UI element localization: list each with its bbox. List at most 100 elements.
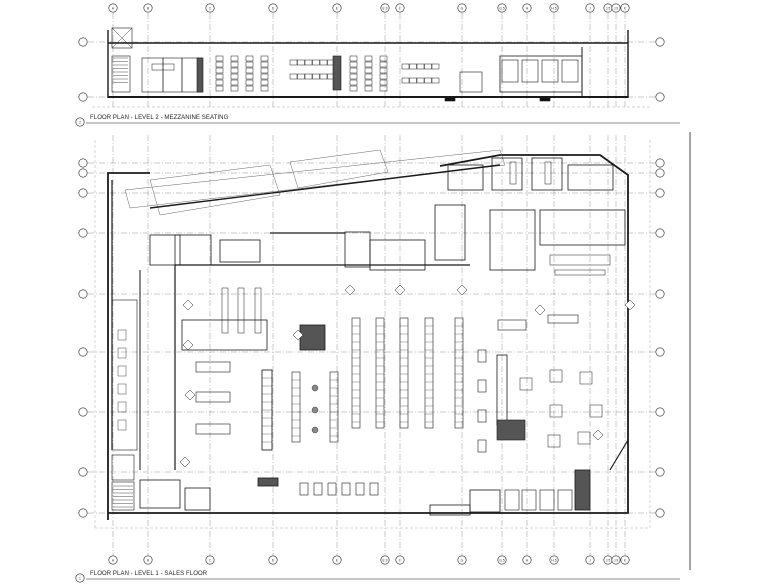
table [245, 61, 254, 68]
table [409, 63, 417, 70]
stair [111, 481, 135, 511]
restroom-core [184, 487, 211, 511]
grid-bubble-column [108, 3, 118, 13]
grid-bubble-column-label: F [399, 6, 401, 10]
grid-bubble-column [332, 3, 342, 13]
table [364, 73, 373, 80]
table [416, 63, 425, 70]
service-counter [332, 55, 342, 91]
checkout-lane [327, 482, 337, 496]
grid-bubble-row [655, 92, 665, 102]
column-block [539, 97, 551, 102]
walk-in-cooler [561, 59, 579, 83]
table [319, 73, 328, 80]
grid-bubble-row [655, 168, 665, 178]
back-room [344, 231, 371, 268]
grid-bubble-column [205, 3, 215, 13]
office-room [531, 157, 563, 191]
table [379, 61, 388, 68]
walk-in-cooler [541, 59, 559, 83]
table [230, 67, 239, 74]
exterior-wall [108, 154, 629, 514]
table [260, 85, 269, 92]
grid-bubble-row [78, 289, 88, 299]
grid-bubble-column [549, 3, 559, 13]
truck-dock [289, 149, 389, 189]
gondola-shelf [424, 317, 434, 429]
grid-bubble-column [380, 555, 390, 565]
table [349, 79, 358, 86]
grid-bubble-column [585, 3, 595, 13]
table [416, 77, 425, 84]
table [364, 61, 373, 68]
checkout-lane [299, 482, 309, 496]
table [297, 73, 305, 80]
elevator [111, 454, 135, 481]
table [424, 63, 432, 70]
office-room [491, 157, 523, 191]
grid-bubble-column [522, 3, 532, 13]
table [409, 77, 417, 84]
elevation-marker [394, 284, 406, 296]
back-room [149, 234, 181, 266]
equipment [117, 401, 127, 413]
elevation-marker [184, 389, 196, 401]
grid-bubble-column [497, 3, 507, 13]
exterior-wall [149, 164, 501, 209]
exterior-wall [609, 439, 629, 471]
display-fixture [547, 314, 579, 324]
gondola-shelf [375, 317, 385, 429]
restroom-core [141, 57, 203, 93]
elevation-marker [534, 304, 546, 316]
gondola-shelf [291, 371, 301, 443]
grid-bubble-column [108, 555, 118, 565]
grid-bubble-column [611, 3, 621, 13]
conference-table [544, 161, 552, 185]
table [260, 73, 269, 80]
checkout-lane [355, 482, 365, 496]
office-room [567, 164, 614, 191]
checkout-lane [341, 482, 351, 496]
elevation-marker [182, 339, 194, 351]
produce-table [579, 371, 593, 385]
hatched-wall [574, 469, 591, 511]
checkout-lane [369, 482, 379, 496]
grid-bubble-column-label: C [209, 558, 212, 562]
produce-table [547, 434, 561, 448]
grid-bubble-column [457, 555, 467, 565]
drawing-title-sales-floor: FLOOR PLAN - LEVEL 1 - SALES FLOOR [90, 571, 208, 577]
grid-bubble-column [549, 555, 559, 565]
grid-bubble-column-label: H.5 [551, 6, 556, 10]
table [379, 55, 388, 62]
grid-bubble-column [268, 555, 278, 565]
gondola-shelf [399, 317, 409, 429]
grid-bubble-column-label: B [147, 6, 150, 10]
gondola-shelf [329, 371, 339, 443]
grid-bubble-column-label: G [461, 6, 464, 10]
table [230, 85, 239, 92]
kitchen-counter [554, 269, 606, 276]
grid-bubble-row [655, 347, 665, 357]
walk-in-cooler [521, 489, 537, 511]
grid-bubble-column [497, 555, 507, 565]
grid-bubble-column [268, 3, 278, 13]
display-fixture [497, 319, 527, 331]
table [245, 73, 254, 80]
table [245, 79, 254, 86]
table [304, 59, 313, 66]
back-room [469, 489, 501, 513]
table [312, 59, 320, 66]
table [349, 85, 358, 92]
table [349, 55, 358, 62]
table [230, 55, 239, 62]
drawing-number-sales-floor [75, 573, 85, 583]
grid-bubble-row [78, 467, 88, 477]
grid-bubble-column-label: H [526, 558, 529, 562]
back-room [434, 204, 466, 261]
table [379, 67, 388, 74]
gondola-shelf [454, 317, 464, 429]
grid-bubble-column-label: A [112, 558, 115, 562]
exterior-wall [107, 172, 150, 520]
table [401, 77, 410, 84]
vanity [151, 63, 175, 71]
